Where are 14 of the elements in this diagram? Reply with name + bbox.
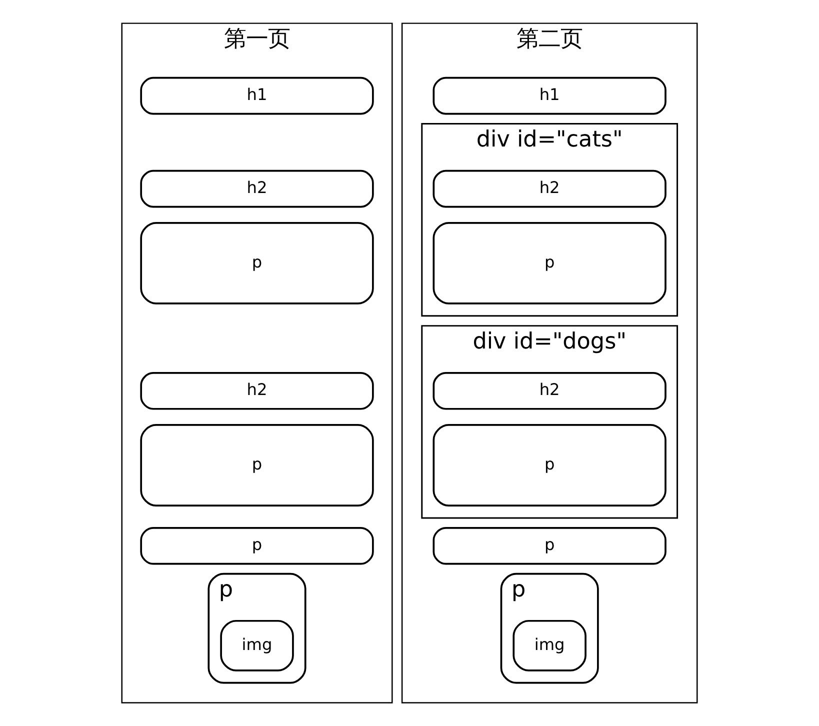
node-box: p xyxy=(140,526,374,565)
node-box: p xyxy=(432,526,666,565)
node-box: p xyxy=(432,222,666,304)
node-box: h1 xyxy=(432,76,666,115)
node-box: h1 xyxy=(140,76,374,115)
node-box: h2 xyxy=(432,170,666,208)
node-box: p xyxy=(432,424,666,506)
node-box: h2 xyxy=(432,372,666,410)
node-box: h2 xyxy=(140,170,374,208)
node-box: img xyxy=(512,620,586,672)
node-box: p xyxy=(140,424,374,506)
node-box: p xyxy=(140,222,374,304)
node-box: img xyxy=(220,620,294,672)
node-box: h2 xyxy=(140,372,374,410)
